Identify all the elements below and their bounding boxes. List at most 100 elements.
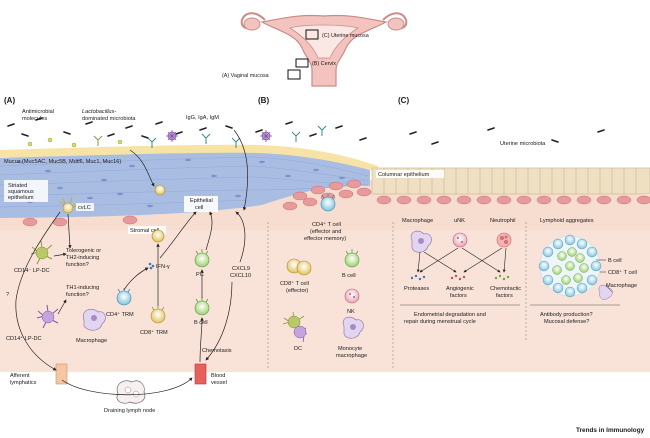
striated-epithelium-box [4, 180, 48, 202]
neutrophil-label: Neutrophil [490, 218, 516, 224]
cd4-trm-label: CD4⁺ TRM [106, 311, 134, 318]
macrophage-cell-c [410, 230, 432, 253]
question-mark-label: ? [6, 292, 9, 298]
b-cell-label-a: B cell [194, 320, 208, 326]
antibody-label-1: Antibody production? [540, 312, 593, 318]
cxcl10-label: CXCL10 [230, 273, 251, 279]
endometrial-label-1: Endometrial degradation and [414, 312, 486, 318]
striated-label-2: squamous [8, 189, 34, 195]
cd4-trm-cell [116, 288, 132, 306]
plasma-cell [194, 249, 210, 268]
chemotactic-label-2: factors [496, 293, 513, 299]
cd8-trm-cell-upper [151, 229, 165, 243]
macrophage-cell-a [82, 308, 106, 331]
antibody-molecules [93, 125, 327, 148]
panel-a-arrows [15, 129, 249, 396]
lymph-node-label: Draining lymph node [104, 408, 155, 414]
cd8-trm-cell [150, 306, 166, 324]
afferent-label-1: Afferent [10, 373, 30, 379]
ifn-molecules [148, 262, 155, 270]
virus-particles [166, 130, 272, 142]
aggregate-b-cell-label: B cell [608, 258, 622, 264]
aggregate-cd8-label: CD8⁺ T cell [608, 269, 637, 276]
dc-label: DC [294, 346, 302, 352]
protease-dots [410, 274, 426, 281]
panel-c-arrows [416, 247, 507, 273]
monocyte-label-2: macrophage [336, 353, 367, 359]
agg-leader-3 [605, 284, 613, 293]
microbiota-rods [7, 117, 605, 145]
epithelial-cell-cd8 [154, 184, 166, 196]
afferent-lymphatic-vessel [55, 363, 68, 385]
angiogenic-label-1: Angiogenic [446, 286, 474, 292]
cervix-label: (B) Cervix [312, 61, 336, 67]
chemotaxis-label: Chemotaxis [202, 348, 232, 354]
columnar-box [376, 170, 444, 178]
b-cell-a [194, 297, 210, 316]
mucus-label: Mucus (Muc5AC, Muc5B, Muc6, Muc1, Muc16) [4, 159, 121, 165]
antimicrobial-dots [27, 137, 123, 148]
b-cell-label-b: B cell [342, 273, 356, 279]
chemotactic-label-1: Chemotactic [490, 286, 521, 292]
ifn-label: IFN-γ [156, 264, 170, 270]
immunoglobulin-label: IgG, IgA, IgM [186, 115, 219, 121]
dc-cells [282, 311, 308, 343]
nk-cell [344, 288, 360, 304]
cvlc-label: cvLC [78, 205, 91, 211]
b-cell-b [344, 249, 360, 268]
stromal-cell-label: Stromal cell [130, 228, 159, 234]
lp-dc-cd14pos-cell [36, 304, 59, 329]
tolerogenic-label-2: TH2-inducing [66, 255, 99, 261]
macrophage-label-a: Macrophage [76, 338, 107, 344]
antibody-label-2: Mucosal defense? [544, 319, 589, 325]
tolerogenic-label-3: function? [66, 262, 89, 268]
antimicrobial-label-1: Antimicrobial [22, 109, 54, 115]
uterus-schematic [240, 12, 408, 87]
epithelial-box [184, 196, 218, 212]
unk-label: uNK [454, 218, 465, 224]
cvlc-cell [59, 196, 79, 214]
aggregate-macrophage-label: Macrophage [606, 283, 637, 289]
blood-vessel [194, 363, 207, 385]
cd8-label-2: (effector) [286, 288, 308, 294]
tolerogenic-label-1: Tolerogenic or [66, 248, 101, 254]
blood-label-2: vessel [211, 380, 227, 386]
th1-label-2: function? [66, 292, 89, 298]
monocyte-label-1: Monocyte [338, 346, 362, 352]
striated-label-1: Striated [8, 183, 27, 189]
cd8-t-cell-b [286, 258, 312, 276]
cd4-label-2: (effector and [310, 229, 341, 235]
uterine-mucosa-label: (C) Uterine mucosa [322, 33, 369, 39]
lactobacillus-label-2: dominated microbiota [82, 116, 136, 122]
columnar-epithelium-label: Columnar epithelium [378, 172, 430, 178]
epithelial-label-2: cell [195, 205, 203, 211]
cd4-t-cell-b [320, 194, 336, 212]
cxcl9-label: CXCL9 [232, 266, 250, 272]
endometrial-label-2: repair during menstrual cycle [404, 319, 476, 325]
lactobacillus-label-1: Lactobacillus- [82, 109, 116, 115]
lymphoid-aggregates-label: Lymphoid aggregates [540, 218, 594, 224]
cd8-label-1: CD8⁺ T cell [280, 280, 309, 287]
uterine-microbiota-label: Uterine microbiota [500, 141, 546, 147]
vaginal-mucosa-label: (A) Vaginal mucosa [222, 73, 269, 79]
cd4-label-3: effector memory) [304, 236, 346, 242]
afferent-label-2: lymphatics [10, 380, 37, 386]
section-a-label: (A) [4, 96, 15, 105]
stromal-box [128, 226, 166, 234]
neutrophil-cell [496, 232, 512, 248]
proteases-label: Proteases [404, 286, 429, 292]
unk-cell [452, 232, 468, 248]
epithelial-label-1: Epithelial [190, 198, 213, 204]
angiogenic-dots [450, 274, 466, 281]
chemotactic-dots [494, 274, 510, 281]
cd8-trm-label: CD8⁺ TRM [140, 329, 168, 336]
section-c-label: (C) [398, 96, 409, 105]
journal-footer: Trends in Immunology [576, 427, 645, 434]
macrophage-label-c: Macrophage [402, 218, 433, 224]
cvlc-box [76, 203, 94, 211]
antimicrobial-label-2: molecules [22, 116, 47, 122]
th1-label-1: TH1-inducing [66, 285, 99, 291]
lymph-node [116, 380, 146, 404]
lp-dc-cd14neg-cell [30, 240, 53, 265]
